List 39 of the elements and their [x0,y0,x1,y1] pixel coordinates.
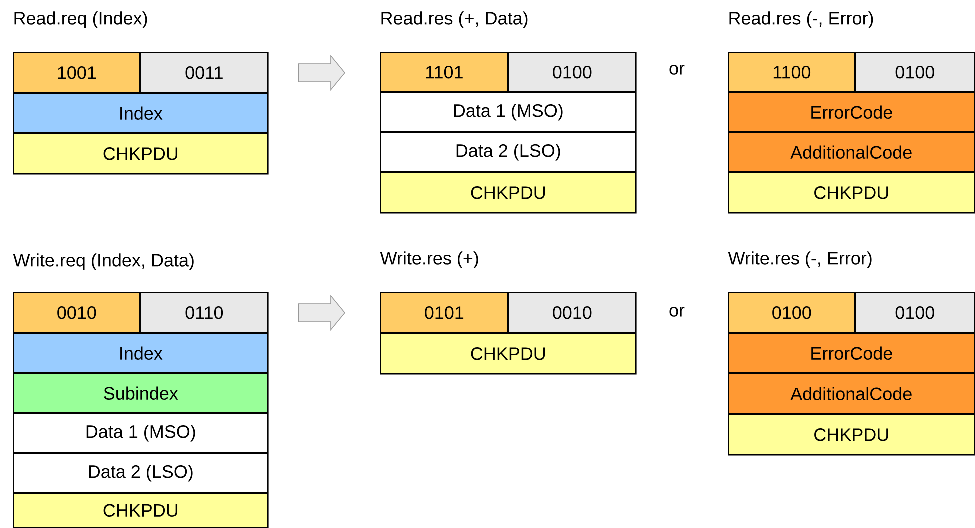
field-cell: CHKPDU [14,494,268,528]
frame-heading: Read.res (+, Data) [382,12,528,28]
field-cell: CHKPDU [14,134,268,174]
field-cell: 1101 [380,52,508,92]
field-cell: CHKPDU [380,172,636,214]
field-cell: Data 1 (MSO) [14,414,268,454]
field-cell: 0100 [856,292,975,334]
field-cell: 1001 [14,52,140,94]
frame-heading: Write.res (-, Error) [728,252,872,268]
block-arrow [298,54,346,92]
frame-heading: Write.req (Index, Data) [13,254,194,270]
field-cell: AdditionalCode [728,132,975,172]
or-label: or [670,65,685,75]
frame-heading: Write.res (+) [380,252,478,268]
field-cell: 0010 [14,292,140,334]
field-cell: 1100 [728,52,856,92]
field-cell: 0100 [728,292,856,334]
field-cell: ErrorCode [728,334,975,374]
field-cell: CHKPDU [728,414,975,456]
field-cell: 0100 [508,52,636,92]
field-cell: 0101 [380,292,508,334]
frame-heading: Read.req (Index) [14,12,148,28]
field-cell: Subindex [14,374,268,414]
field-cell: Data 2 (LSO) [14,454,268,494]
block-arrow [298,294,346,332]
frame-heading: Read.res (-, Error) [730,12,874,28]
field-cell: Index [14,94,268,134]
field-cell: 0010 [508,292,636,334]
field-cell: Index [14,334,268,374]
field-cell: 0110 [140,292,268,334]
field-cell: Data 2 (LSO) [380,132,636,172]
field-cell: 0100 [856,52,975,92]
field-cell: ErrorCode [728,92,975,132]
field-cell: Data 1 (MSO) [380,92,636,132]
field-cell: CHKPDU [380,334,636,374]
or-label: or [670,307,685,317]
field-cell: CHKPDU [728,172,975,214]
field-cell: AdditionalCode [728,374,975,414]
field-cell: 0011 [140,52,268,94]
